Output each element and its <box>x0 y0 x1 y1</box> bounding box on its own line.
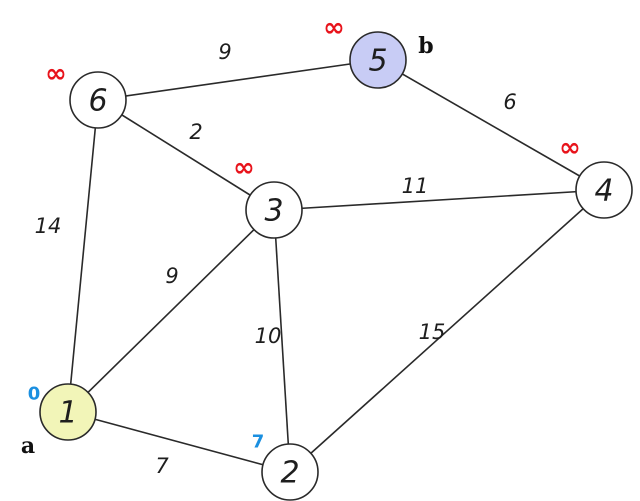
node-distance-4: ∞ <box>559 133 581 163</box>
edge-weight-5-4: 6 <box>503 90 516 114</box>
edge-3-2 <box>273 209 291 473</box>
edge-3-4 <box>273 189 605 211</box>
node-3: 3 <box>245 181 303 239</box>
node-5: 5 <box>349 31 407 89</box>
node-distance-1: 0 <box>28 384 41 405</box>
node-circle-6 <box>69 71 127 129</box>
marker-a: a <box>21 433 35 459</box>
edge-weight-4-2: 15 <box>419 320 446 344</box>
edge-weight-3-4: 11 <box>402 174 429 198</box>
node-4: 4 <box>575 161 633 219</box>
edge-weight-6-3: 2 <box>189 120 202 144</box>
edge-weight-3-2: 10 <box>255 324 282 348</box>
node-circle-1 <box>39 383 97 441</box>
node-circle-5 <box>349 31 407 89</box>
node-label-5: 5 <box>368 44 387 79</box>
edge-weight-1-2: 7 <box>155 454 169 478</box>
node-2: 2 <box>261 443 319 501</box>
node-distance-2: 7 <box>252 432 265 453</box>
node-label-2: 2 <box>280 456 299 491</box>
marker-b: b <box>418 33 433 59</box>
markers-layer: ab <box>21 33 434 459</box>
node-circle-4 <box>575 161 633 219</box>
distance-labels-layer: 0 7 ∞ ∞ ∞ ∞ <box>28 13 581 453</box>
node-label-3: 3 <box>264 194 283 229</box>
edge-6-3 <box>97 99 275 211</box>
edge-weight-1-3: 9 <box>165 264 178 288</box>
edge-4-2 <box>289 189 605 473</box>
node-1: 1 <box>39 383 97 441</box>
node-6: 6 <box>69 71 127 129</box>
node-distance-5: ∞ <box>323 13 345 43</box>
edge-6-5 <box>97 59 379 101</box>
node-label-4: 4 <box>594 174 613 209</box>
nodes-layer: 1 2 3 4 5 6 <box>39 31 633 501</box>
edge-5-4 <box>377 59 605 191</box>
node-distance-3: ∞ <box>233 153 255 183</box>
edge-weight-6-5: 9 <box>218 40 231 64</box>
node-label-1: 1 <box>58 396 77 431</box>
edge-1-2 <box>67 411 291 473</box>
node-circle-2 <box>261 443 319 501</box>
edge-6-1 <box>67 99 99 413</box>
node-circle-3 <box>245 181 303 239</box>
edge-1-3 <box>67 209 275 413</box>
node-distance-6: ∞ <box>45 59 67 89</box>
edges-layer <box>67 59 605 473</box>
edge-weight-6-1: 14 <box>35 214 62 238</box>
node-label-6: 6 <box>88 84 107 119</box>
